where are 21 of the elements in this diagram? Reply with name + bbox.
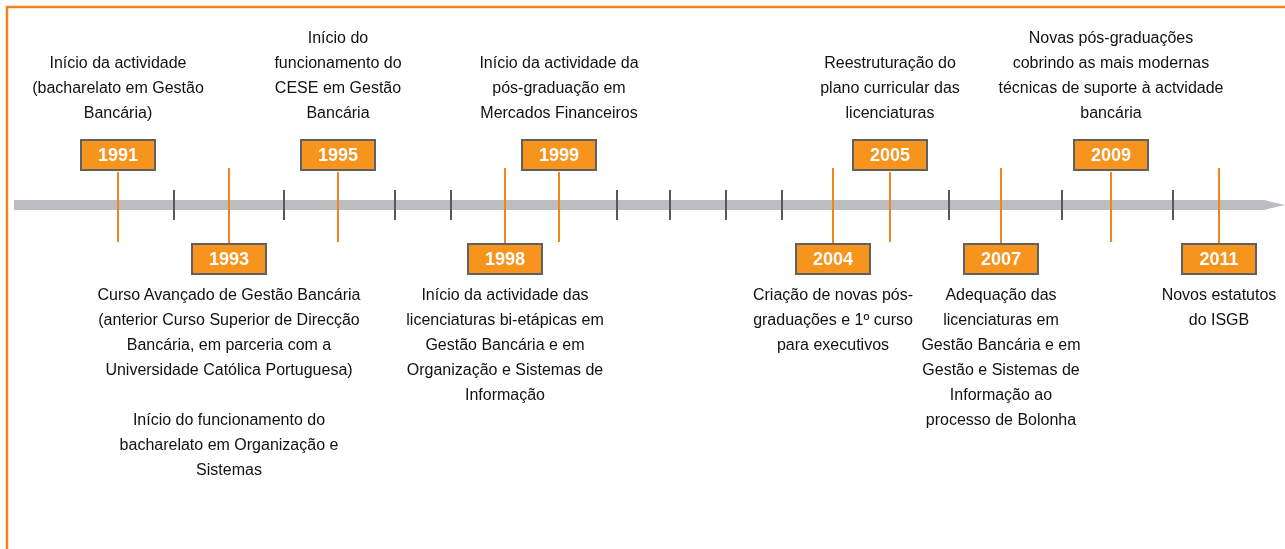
event-description: Adequação das licenciaturas em Gestão Bancária e em Gestão e Sistemas de Informação ao processo de Bolonha xyxy=(921,285,1081,430)
year-box: 2009 xyxy=(1073,139,1149,171)
year-box: 1999 xyxy=(521,139,597,171)
event-description: Criação de novas pós-graduações e 1º curso para executivos xyxy=(751,285,915,355)
year-box: 1993 xyxy=(191,243,267,275)
event-description: Início da actividade das licenciaturas bi-etápicas em Gestão Bancária e em Organização e Sistemas de Informação xyxy=(405,285,605,405)
event-description: Curso Avançado de Gestão Bancária (anterior Curso Superior de Direcção Bancária, em parceria com a Universidade Católica Portuguesa) xyxy=(96,285,362,380)
event-description: Início da actividade (bacharelato em Gestão Bancária) xyxy=(31,53,205,123)
year-box: 1995 xyxy=(300,139,376,171)
event-description: Início do funcionamento do CESE em Gestão Bancária xyxy=(273,28,403,123)
event-description: Novas pós-graduações cobrindo as mais modernas técnicas de suporte à actvidade bancária xyxy=(997,28,1225,123)
event-description: Novos estatutos do ISGB xyxy=(1160,285,1278,330)
event-description: Início da actividade da pós-graduação em Mercados Financeiros xyxy=(478,53,640,123)
event-description: Reestruturação do plano curricular das licenciaturas xyxy=(819,53,961,123)
year-box: 1998 xyxy=(467,243,543,275)
year-box: 1991 xyxy=(80,139,156,171)
event-description: Início do funcionamento do bacharelato em Organização e Sistemas xyxy=(118,410,340,480)
year-box: 2004 xyxy=(795,243,871,275)
year-box: 2005 xyxy=(852,139,928,171)
year-box: 2007 xyxy=(963,243,1039,275)
year-box: 2011 xyxy=(1181,243,1257,275)
